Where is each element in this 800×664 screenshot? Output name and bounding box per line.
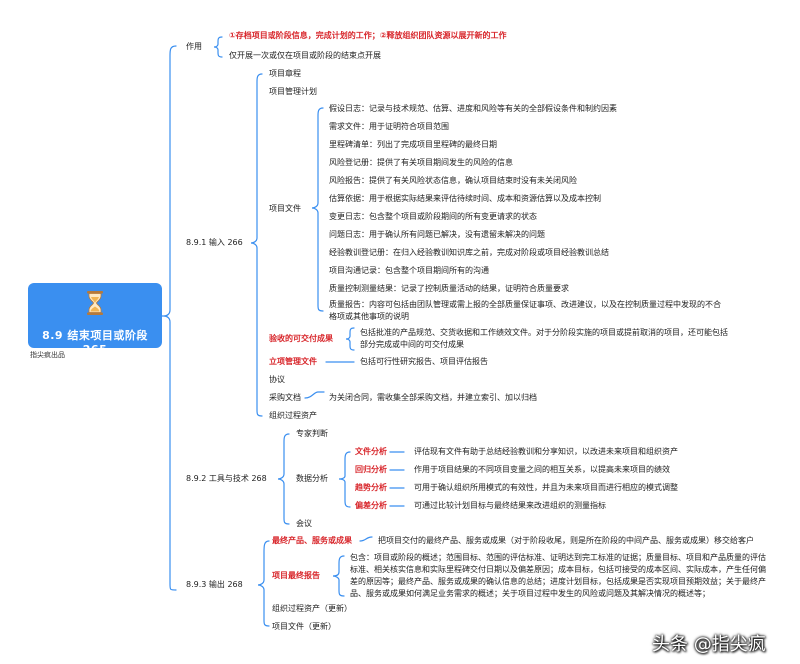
hourglass-icon [87,291,103,315]
doc-issue-log[interactable]: 问题日志：用于确认所有问题已解决，没有遗留未解决的问题 [329,230,545,239]
output-final-product-desc[interactable]: 把项目交付的最终产品、服务或成果（对于阶段收尾，则是所在阶段的中间产品、服务或成… [378,536,754,545]
analysis-name-regression[interactable]: 回归分析 [355,465,387,474]
tools-item-expert[interactable]: 专家判断 [296,429,328,438]
deliverables-brace [345,327,355,351]
input-item-deliverables[interactable]: 验收的可交付成果 [269,334,333,343]
doc-lessons-learned[interactable]: 经验教训登记册：在归入经验教训知识库之前，完成对阶段或项目经验教训总结 [329,248,609,257]
analysis-desc-regression[interactable]: 作用于项目结果的不同项目变量之间的相互关系，以提高未来项目的绩效 [414,465,670,474]
output-final-report[interactable]: 项目最终报告 [272,571,320,580]
input-item-project-docs[interactable]: 项目文件 [269,204,301,213]
input-item-business-docs[interactable]: 立项管理文件 [269,357,317,366]
zuoyong-item-2[interactable]: 仅开展一次或仅在项目或阶段的结束点开展 [229,51,381,60]
analysis-desc-variance[interactable]: 可通过比较计划目标与最终结果来改进组织的测量指标 [414,501,606,510]
doc-quality-report[interactable]: 质量报告：内容可包括由团队管理或需上报的全部质量保证事项、改进建议，以及在控制质… [329,300,721,321]
input-item-agreements[interactable]: 协议 [269,375,285,384]
input-item-pm-plan[interactable]: 项目管理计划 [269,87,317,96]
root-brace [163,45,177,591]
tools-item-data-analysis[interactable]: 数据分析 [296,474,328,483]
analysis-desc-document[interactable]: 评估现有文件有助于总结经验教训和分享知识，以改进未来项目和组织资产 [414,447,678,456]
watermark: 头条 @指尖疯 [652,634,766,655]
doc-quality-control[interactable]: 质量控制测量结果：记录了控制质量活动的结果，证明符合质量要求 [329,284,569,293]
report-brace [332,555,345,597]
analysis-desc-trend[interactable]: 可用于确认组织所用模式的有效性，并且为未来项目而进行相应的模式调整 [414,483,678,492]
analysis-name-document[interactable]: 文件分析 [355,447,387,456]
input-item-opa[interactable]: 组织过程资产 [269,411,317,420]
final-product-link [359,536,373,542]
output-opa-updates[interactable]: 组织过程资产（更新） [272,604,352,613]
doc-risk-report[interactable]: 风险报告：提供了有关风险状态信息，确认项目结束时没有未关闭风险 [329,176,577,185]
zuoyong-node[interactable]: 作用 [186,42,202,51]
doc-change-log[interactable]: 变更日志：包含整个项目或阶段期间的所有变更请求的状态 [329,212,537,221]
output-final-product[interactable]: 最终产品、服务或成果 [272,536,352,545]
docs-brace [311,107,324,312]
analysis-brace [338,451,351,508]
root-node[interactable]: 8.9 结束项目或阶段 265 [28,283,162,356]
procurement-link [304,391,325,399]
doc-requirements[interactable]: 需求文件：用于证明符合项目范围 [329,122,449,131]
zuoyong-brace [213,36,223,58]
doc-milestone-list[interactable]: 里程碑清单：列出了完成项目里程碑的最终日期 [329,140,497,149]
credit-label: 指尖疯出品 [30,351,65,359]
doc-communications[interactable]: 项目沟通记录：包含整个项目期间所有的沟通 [329,266,489,275]
input-node[interactable]: 8.9.1 输入 266 [186,238,243,247]
input-brace [250,73,263,417]
output-final-report-desc[interactable]: 包含：项目或阶段的概述；范围目标、范围的评估标准、证明达到完工标准的证据；质量目… [350,553,766,598]
analysis-name-trend[interactable]: 趋势分析 [355,483,387,492]
business-docs-desc[interactable]: 包括可行性研究报告、项目评估报告 [360,357,488,366]
doc-assumption-log[interactable]: 假设日志：记录与技术规范、估算、进度和风险等有关的全部假设条件和制约因素 [329,104,617,113]
procurement-desc[interactable]: 为关闭合同，需收集全部采购文档，并建立索引、加以归档 [329,393,537,402]
tools-node[interactable]: 8.9.2 工具与技术 268 [186,474,267,483]
analysis-name-variance[interactable]: 偏差分析 [355,501,387,510]
input-item-charter[interactable]: 项目章程 [269,69,301,78]
deliverables-desc[interactable]: 包括批准的产品规范、交货收据和工作绩效文件。对于分阶段实施的项目或提前取消的项目… [360,328,728,349]
doc-risk-register[interactable]: 风险登记册：提供了有关项目期间发生的风险的信息 [329,158,513,167]
output-brace [257,540,270,627]
zuoyong-item-1[interactable]: ①存档项目或阶段信息，完成计划的工作；②释放组织团队资源以展开新的工作 [229,31,507,40]
tools-item-meetings[interactable]: 会议 [296,519,312,528]
root-title: 8.9 结束项目或阶段 265 [42,329,148,356]
doc-basis-of-estimates[interactable]: 估算依据：用于根据实际结果来评估待续时间、成本和资源估算以及成本控制 [329,194,601,203]
input-item-procurement[interactable]: 采购文档 [269,393,301,402]
output-node[interactable]: 8.9.3 输出 268 [186,580,243,589]
tools-brace [277,433,290,525]
output-docs-updates[interactable]: 项目文件（更新） [272,622,336,631]
